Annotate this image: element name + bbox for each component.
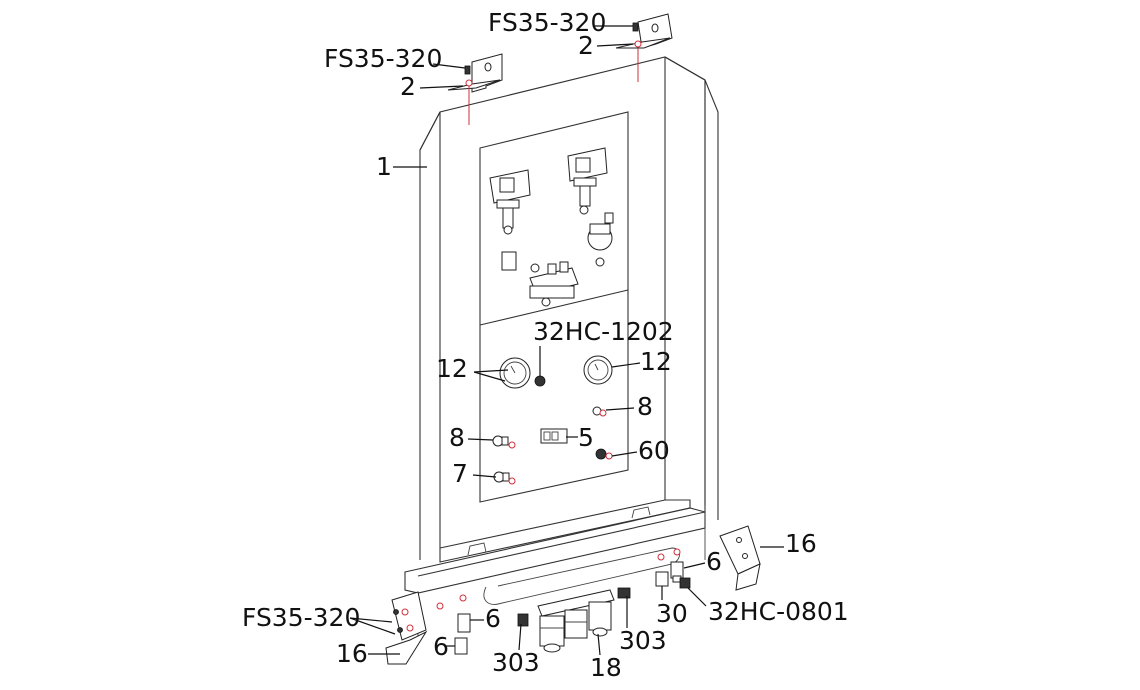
fitting-8-right	[592, 406, 607, 417]
label-2-top-left: 2	[400, 72, 416, 101]
label-6-mid: 6	[485, 604, 501, 633]
mounting-plate	[479, 111, 629, 503]
callout-labels: FS35-320 2 FS35-320 2 1 32HC-1202 12 12 …	[242, 8, 849, 682]
label-2-top-right: 2	[578, 31, 594, 60]
solenoid-block	[501, 251, 579, 307]
cabinet-body	[419, 56, 719, 560]
bracket-top-right	[615, 13, 673, 49]
fitting-7	[493, 471, 516, 485]
filter-regulator-unit-18	[537, 589, 615, 653]
regulator-valve	[587, 212, 614, 267]
label-5: 5	[578, 423, 594, 452]
label-8-right: 8	[637, 392, 653, 421]
label-7: 7	[452, 459, 468, 488]
label-32hc-0801: 32HC-0801	[708, 597, 849, 626]
pressure-switch-left	[489, 169, 531, 235]
fitting-303-left	[517, 613, 529, 627]
bracket-bottom-right	[719, 525, 761, 591]
display-5	[540, 428, 568, 444]
label-32hc-1202: 32HC-1202	[533, 317, 674, 346]
label-12-right: 12	[640, 347, 672, 376]
label-fs35-320-bottom: FS35-320	[242, 603, 360, 632]
label-303-right: 303	[619, 626, 667, 655]
label-8-left: 8	[449, 423, 465, 452]
pressure-switch-right	[567, 147, 608, 215]
label-6-right: 6	[706, 547, 722, 576]
fitting-60	[595, 448, 613, 460]
gauge-left	[499, 357, 531, 389]
fitting-6-bottom	[454, 637, 468, 655]
label-fs35-320-top-left: FS35-320	[324, 44, 442, 73]
fitting-303-right	[617, 587, 631, 599]
fitting-32hc-1202	[534, 375, 546, 387]
leader-lines	[349, 25, 784, 656]
fitting-6-right	[670, 548, 684, 583]
label-6-bottom: 6	[433, 632, 449, 661]
label-12-left: 12	[436, 354, 468, 383]
bracket-top-left	[447, 53, 503, 93]
label-1: 1	[376, 152, 392, 181]
label-fs35-320-top-right: FS35-320	[488, 8, 606, 37]
fitting-32hc-0801	[679, 577, 691, 589]
label-16-left: 16	[336, 639, 368, 668]
label-18: 18	[590, 653, 622, 682]
label-16-right: 16	[785, 529, 817, 558]
fitting-8-left	[492, 435, 516, 449]
fitting-6-mid	[436, 594, 471, 633]
label-303-left: 303	[492, 648, 540, 677]
label-60: 60	[638, 436, 670, 465]
bracket-bottom-left	[385, 591, 428, 665]
fitting-30	[655, 553, 669, 587]
label-30: 30	[656, 599, 688, 628]
gauge-right	[583, 355, 613, 385]
